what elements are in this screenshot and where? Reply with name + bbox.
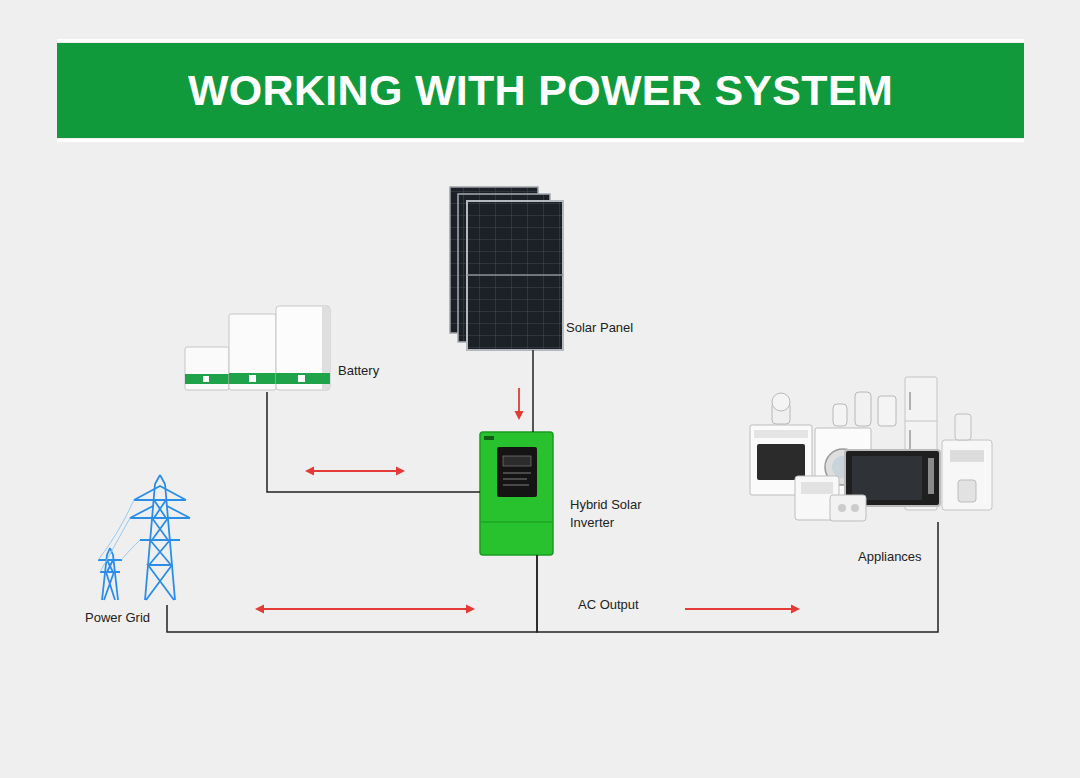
inverter-illustration — [503, 456, 531, 466]
power-grid-illustration — [130, 500, 190, 540]
solar-panel-illustration — [467, 274, 563, 276]
appliances-illustration — [905, 421, 937, 422]
inverter-illustration — [503, 479, 527, 480]
connector — [515, 350, 534, 432]
appliances-illustration — [754, 430, 808, 438]
node-label: Appliances — [858, 548, 922, 566]
appliances-illustration — [851, 504, 859, 512]
appliances-node: Appliances — [748, 375, 995, 522]
arrow-head — [466, 605, 475, 614]
appliances-illustration — [833, 404, 847, 426]
inverter-illustration — [503, 473, 531, 474]
node-label: Power Grid — [85, 609, 150, 627]
battery-illustration — [276, 373, 330, 384]
title: WORKING WITH POWER SYSTEM — [57, 43, 1024, 138]
appliances-illustration — [950, 450, 984, 462]
inverter-illustration — [480, 432, 553, 555]
appliances-illustration — [838, 504, 846, 512]
appliances-illustration — [772, 393, 790, 411]
connector-line — [532, 350, 534, 432]
battery-illustration — [185, 306, 330, 390]
battery-illustration — [229, 373, 276, 384]
flow-arrow — [518, 388, 520, 412]
appliances-illustration — [757, 444, 805, 480]
appliances-illustration — [830, 495, 866, 521]
node-label: Battery — [338, 362, 379, 380]
connector-line — [267, 392, 480, 492]
inverter-node: Hybrid Solar Inverter — [480, 432, 553, 555]
flow-arrow — [685, 608, 792, 610]
battery-illustration — [298, 375, 305, 382]
inverter-illustration — [503, 485, 529, 486]
battery-node: Battery — [185, 306, 330, 392]
solar-panel-node: Solar Panel — [450, 187, 563, 350]
inverter-illustration — [484, 436, 494, 440]
arrow-head — [791, 605, 800, 614]
power-grid-node: Power Grid — [95, 475, 185, 605]
power-grid-illustration — [98, 500, 140, 572]
connector — [267, 392, 480, 492]
appliances-illustration — [855, 392, 871, 426]
battery-illustration — [203, 376, 209, 382]
power-grid-illustration — [104, 560, 115, 600]
arrow-head — [396, 467, 405, 476]
arrow-head — [255, 605, 264, 614]
battery-illustration — [249, 375, 256, 382]
appliances-illustration — [852, 456, 922, 500]
arrow-head — [305, 467, 314, 476]
solar-panel-illustration — [450, 187, 563, 350]
edge-label: AC Output — [576, 597, 641, 613]
power-grid-illustration — [98, 475, 190, 600]
appliances-illustration — [750, 377, 992, 521]
inverter-illustration — [497, 447, 537, 497]
header-rule — [57, 139, 1024, 142]
appliances-illustration — [801, 482, 833, 494]
battery-illustration — [276, 306, 330, 390]
node-label: Solar Panel — [566, 319, 633, 337]
power-grid-illustration — [145, 475, 175, 600]
appliances-illustration — [909, 392, 911, 410]
appliances-illustration — [928, 458, 934, 494]
appliances-illustration — [958, 480, 976, 502]
solar-panel-illustration — [467, 201, 563, 350]
connector — [167, 555, 537, 632]
flow-arrow — [313, 470, 397, 472]
connector-line — [537, 522, 938, 632]
connector-line — [167, 555, 537, 632]
battery-illustration — [229, 314, 276, 390]
inverter-illustration — [480, 521, 553, 523]
inverter-illustration — [480, 432, 553, 555]
appliances-illustration — [955, 414, 971, 440]
connector — [537, 522, 938, 632]
battery-illustration — [185, 347, 229, 390]
appliances-illustration — [942, 440, 992, 510]
power-grid-illustration — [146, 500, 174, 600]
flow-arrow — [263, 608, 467, 610]
appliances-illustration — [878, 396, 896, 426]
power-grid-illustration — [102, 548, 118, 600]
node-label: Hybrid Solar Inverter — [570, 496, 670, 532]
arrow-head — [515, 411, 524, 420]
battery-illustration — [185, 374, 229, 384]
power-grid-illustration — [130, 486, 190, 518]
header-rule — [57, 39, 1024, 42]
